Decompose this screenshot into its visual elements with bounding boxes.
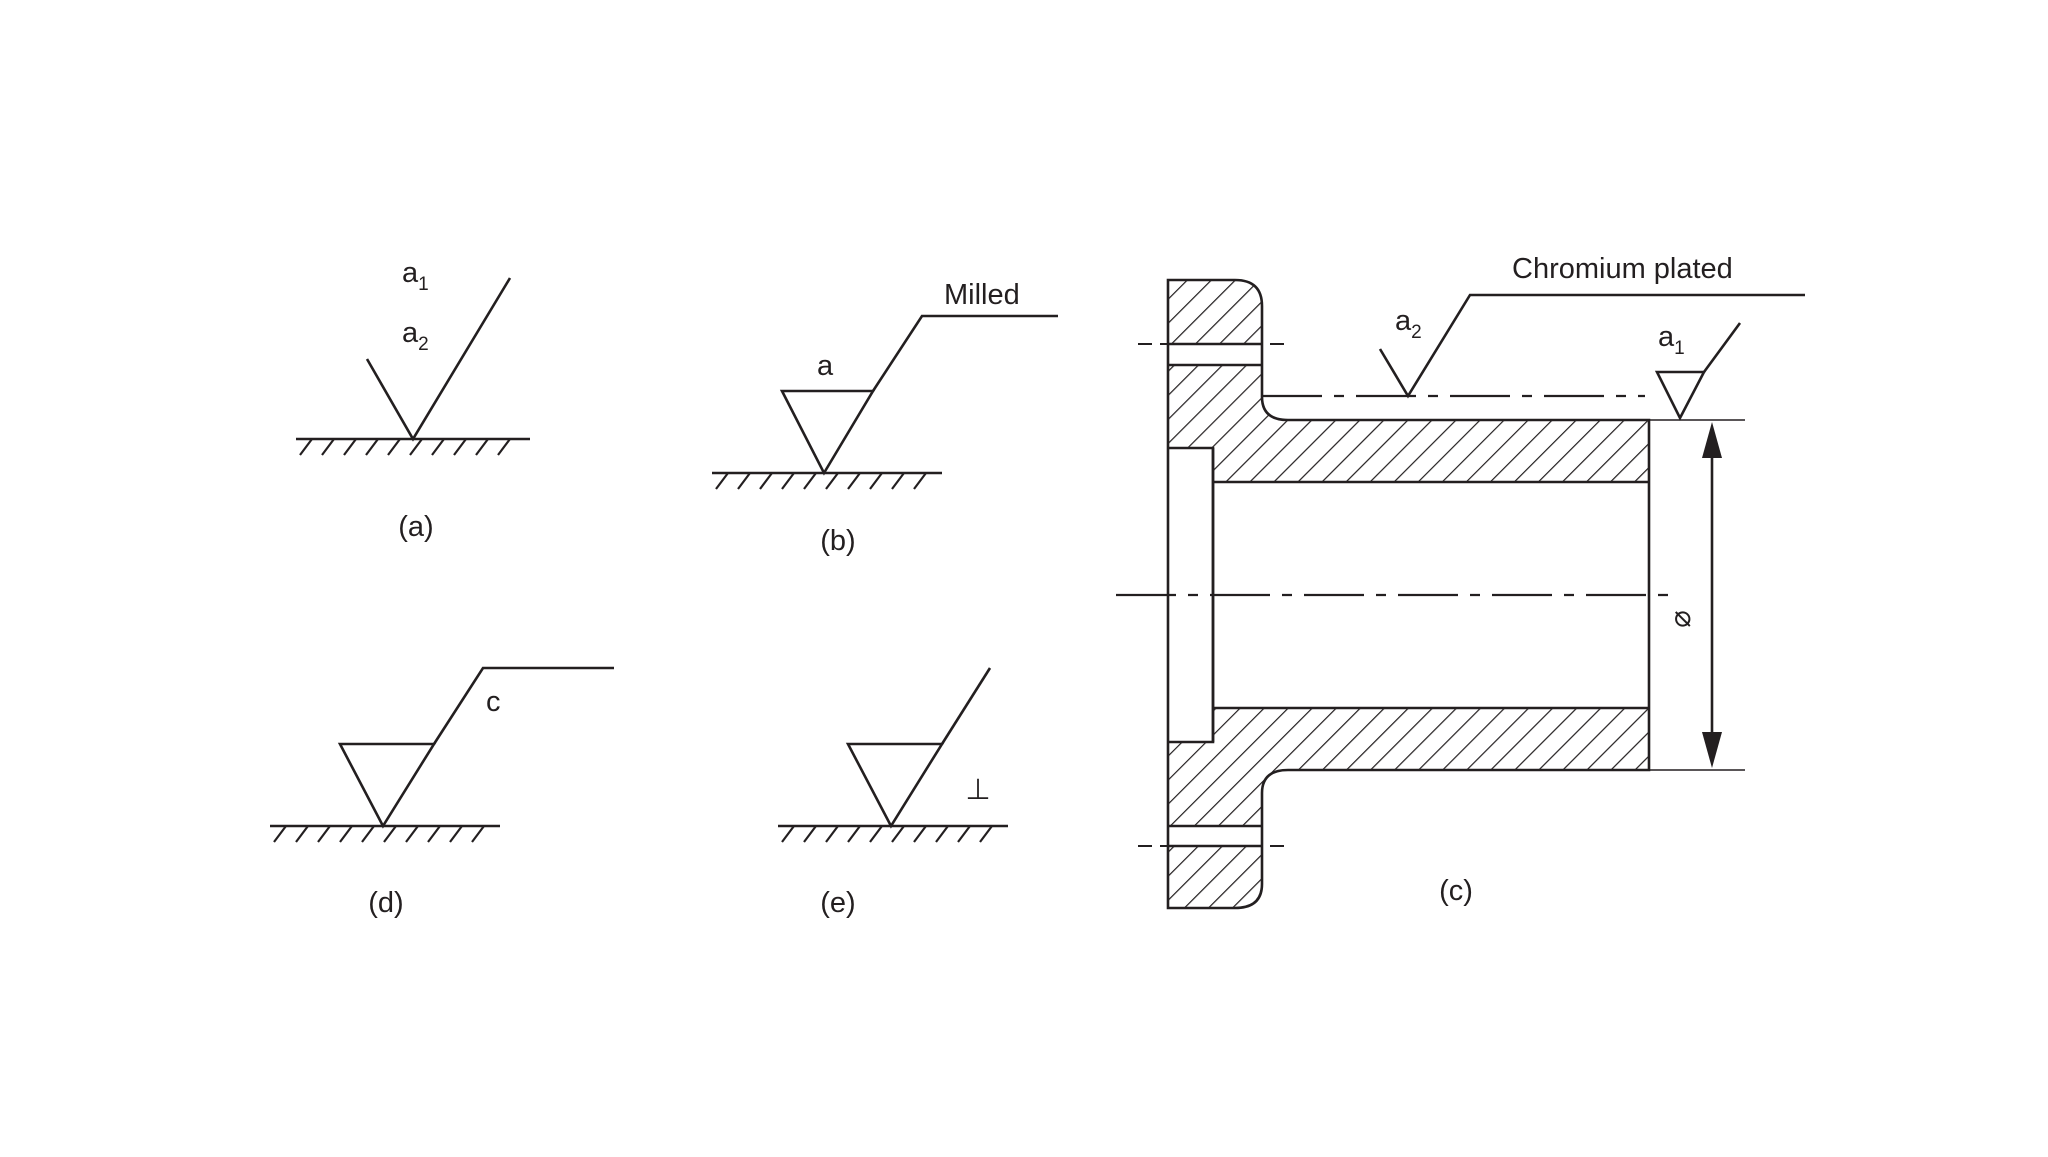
ground-hatch-tick bbox=[273, 825, 287, 843]
symbol-b-label-a: a bbox=[817, 350, 834, 382]
caption-c: (c) bbox=[1439, 875, 1473, 907]
hatch-flange-top bbox=[1168, 280, 1262, 344]
symbol-e-leader bbox=[940, 667, 992, 745]
ground-hatch-tick bbox=[383, 825, 397, 843]
symbol-b-ground-hatch bbox=[715, 472, 927, 490]
symbol-c-a1-triangle bbox=[1654, 370, 1707, 421]
ground-hatch-tick bbox=[427, 825, 441, 843]
symbol-d-label-c: c bbox=[486, 686, 501, 718]
ground-hatch-tick bbox=[891, 825, 905, 843]
dimension-arrow-top bbox=[1702, 422, 1722, 458]
ground-hatch-tick bbox=[847, 825, 861, 843]
ground-hatch-tick bbox=[453, 438, 467, 456]
note-chromium-plated: Chromium plated bbox=[1512, 253, 1733, 285]
ground-hatch-tick bbox=[913, 825, 927, 843]
symbol-c-label-a2: a2 bbox=[1395, 305, 1422, 343]
ground-hatch-tick bbox=[343, 438, 357, 456]
symbol-d-ground-hatch bbox=[273, 825, 485, 843]
ground-hatch-tick bbox=[935, 825, 949, 843]
ground-hatch-tick bbox=[405, 825, 419, 843]
ground-hatch-tick bbox=[317, 825, 331, 843]
symbol-a-ground-hatch bbox=[299, 438, 511, 456]
symbol-e-triangle bbox=[845, 742, 945, 829]
hatch-lower-wall bbox=[1168, 708, 1649, 826]
ground-hatch-tick bbox=[409, 438, 423, 456]
ground-hatch-tick bbox=[471, 825, 485, 843]
ground-hatch-tick bbox=[869, 825, 883, 843]
symbol-c-label-a1: a1 bbox=[1658, 321, 1685, 359]
ground-hatch-tick bbox=[979, 825, 993, 843]
ground-hatch-tick bbox=[361, 825, 375, 843]
caption-a: (a) bbox=[398, 511, 433, 543]
ground-hatch-tick bbox=[803, 825, 817, 843]
caption-e: (e) bbox=[820, 887, 855, 919]
symbol-a-check bbox=[365, 277, 512, 442]
ground-hatch-tick bbox=[387, 438, 401, 456]
ground-hatch-tick bbox=[737, 472, 751, 490]
ground-hatch-tick bbox=[431, 438, 445, 456]
symbol-b-leader bbox=[871, 314, 1058, 392]
ground-hatch-tick bbox=[957, 825, 971, 843]
ground-hatch-tick bbox=[913, 472, 927, 490]
bush-annotations: a2 Chromium plated a1 ⌀ (c) bbox=[1378, 253, 1805, 907]
symbol-e: ⊥ (e) bbox=[778, 667, 1008, 919]
caption-d: (d) bbox=[368, 887, 403, 919]
ground-hatch-tick bbox=[891, 472, 905, 490]
symbol-d-triangle bbox=[337, 742, 437, 829]
ground-hatch-tick bbox=[781, 825, 795, 843]
ground-hatch-tick bbox=[449, 825, 463, 843]
ground-hatch-tick bbox=[759, 472, 773, 490]
caption-b: (b) bbox=[820, 525, 855, 557]
symbol-a: a1 a2 (a) bbox=[296, 257, 530, 543]
ground-hatch-tick bbox=[365, 438, 379, 456]
symbol-b-note-milled: Milled bbox=[944, 279, 1020, 311]
ground-hatch-tick bbox=[781, 472, 795, 490]
symbol-d: c (d) bbox=[270, 666, 614, 919]
dimension-arrow-bottom bbox=[1702, 732, 1722, 768]
ground-hatch-tick bbox=[299, 438, 313, 456]
ground-hatch-tick bbox=[295, 825, 309, 843]
symbol-c-a1-leader bbox=[1702, 322, 1742, 373]
symbol-b: a Milled (b) bbox=[712, 279, 1058, 557]
symbol-e-lay-perpendicular: ⊥ bbox=[965, 774, 990, 806]
symbol-c-a2-leader bbox=[1378, 293, 1805, 399]
ground-hatch-tick bbox=[497, 438, 511, 456]
symbol-e-ground-hatch bbox=[781, 825, 993, 843]
ground-hatch-tick bbox=[847, 472, 861, 490]
ground-hatch-tick bbox=[475, 438, 489, 456]
hatch-upper-wall bbox=[1168, 365, 1649, 482]
ground-hatch-tick bbox=[825, 825, 839, 843]
hatch-flange-bottom bbox=[1168, 846, 1262, 908]
symbol-a-label-a2: a2 bbox=[402, 317, 429, 355]
ground-hatch-tick bbox=[321, 438, 335, 456]
symbol-a-label-a1: a1 bbox=[402, 257, 429, 295]
symbol-b-triangle bbox=[779, 389, 876, 476]
ground-hatch-tick bbox=[825, 472, 839, 490]
ground-hatch-tick bbox=[339, 825, 353, 843]
diameter-symbol: ⌀ bbox=[1665, 610, 1697, 627]
bush-section bbox=[1116, 278, 1680, 910]
ground-hatch-tick bbox=[803, 472, 817, 490]
ground-hatch-tick bbox=[869, 472, 883, 490]
section-hatching bbox=[1168, 280, 1649, 908]
symbol-d-leader bbox=[432, 666, 614, 745]
ground-hatch-tick bbox=[715, 472, 729, 490]
